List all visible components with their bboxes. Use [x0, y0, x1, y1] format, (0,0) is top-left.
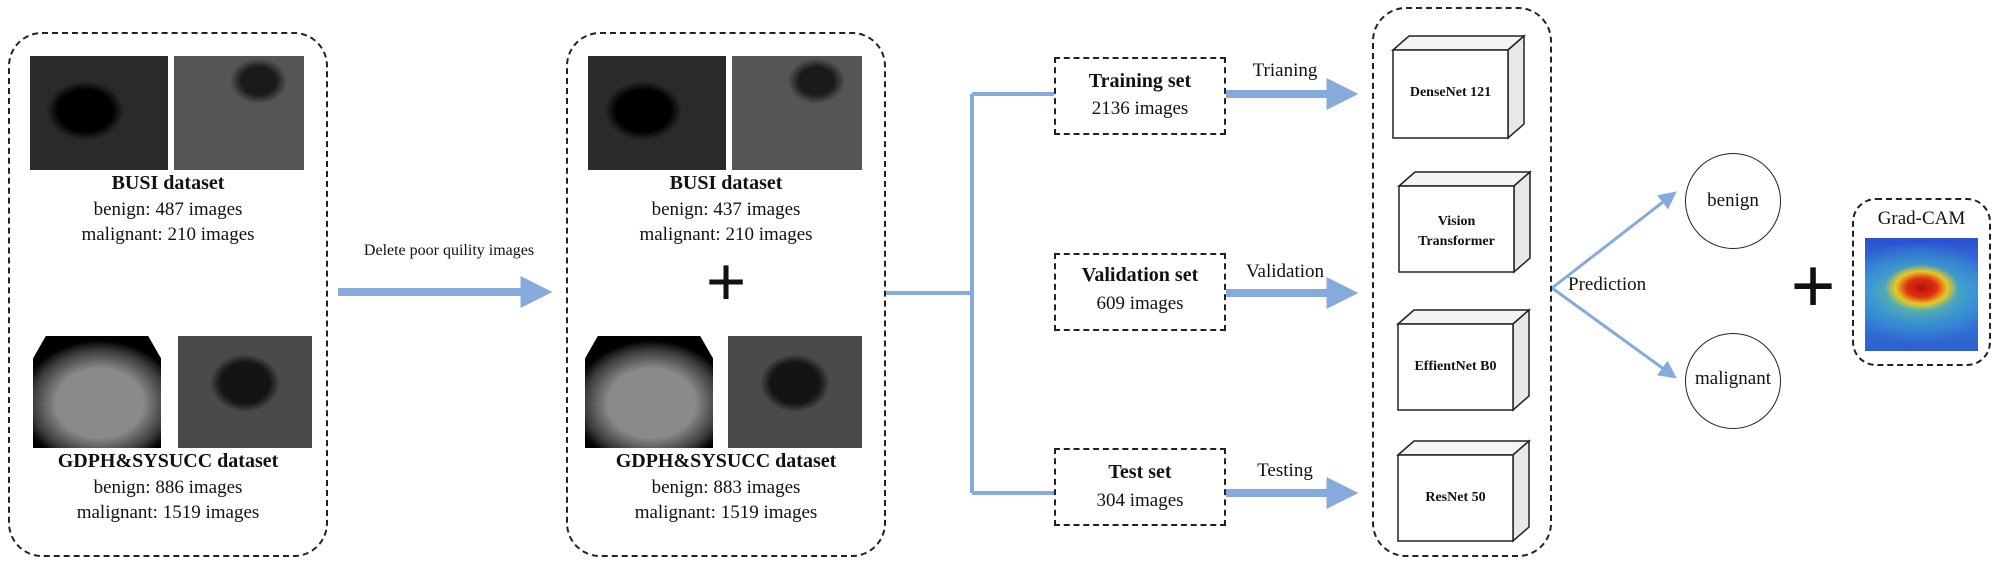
p1-gdph-title: GDPH&SYSUCC dataset: [57, 450, 279, 472]
p2-gdph-malignant: malignant: 1519 images: [634, 502, 818, 523]
training-arrow-label: Trianing: [1252, 60, 1318, 81]
busi-ultrasound-image-2: [174, 56, 304, 170]
p2-busi-title: BUSI dataset: [669, 172, 783, 194]
p2-busi-ultrasound-image-2: [732, 56, 862, 170]
benign-output-label: benign: [1707, 190, 1759, 211]
test-set-title: Test set: [1108, 461, 1172, 483]
model-resnet50: ResNet 50: [1425, 490, 1486, 505]
validation-set-title: Validation set: [1081, 264, 1199, 286]
validation-arrow-label: Validation: [1245, 261, 1325, 282]
gradcam-heatmap: [1865, 238, 1978, 351]
p1-busi-title: BUSI dataset: [111, 172, 225, 194]
malignant-output-label: malignant: [1695, 368, 1771, 389]
p2-plus-sign: +: [705, 242, 747, 322]
delete-poor-quality-label: Delete poor quility images: [363, 242, 535, 259]
arrow-to-benign: [1551, 191, 1677, 290]
prediction-label: Prediction: [1568, 274, 1647, 295]
validation-set-count: 609 images: [1096, 293, 1184, 314]
training-set-box: [1054, 57, 1226, 135]
test-set-count: 304 images: [1096, 490, 1184, 511]
p2-busi-ultrasound-image-1: [588, 56, 726, 170]
model-efficientnet-b0: EffientNet B0: [1414, 359, 1497, 374]
p2-gdph-benign: benign: 883 images: [651, 477, 801, 498]
gdph-ultrasound-image-1: [33, 336, 161, 448]
testing-arrow-label: Testing: [1257, 460, 1313, 481]
arrow-to-malignant: [1551, 286, 1677, 379]
p2-busi-benign: benign: 437 images: [651, 199, 801, 220]
busi-ultrasound-image-1: [30, 56, 168, 170]
cleaned-datasets-panel: [566, 32, 886, 557]
test-set-box: [1054, 448, 1226, 526]
p2-busi-malignant: malignant: 210 images: [639, 224, 813, 245]
training-set-title: Training set: [1088, 70, 1192, 92]
models-panel: [1372, 7, 1552, 557]
gradcam-plus-sign: +: [1790, 243, 1836, 331]
p2-gdph-ultrasound-image-1: [585, 336, 713, 448]
model-vision-transformer: Vision Transformer: [1418, 214, 1495, 249]
p1-gdph-benign: benign: 886 images: [93, 477, 243, 498]
validation-set-box: [1054, 253, 1226, 331]
p1-busi-benign: benign: 487 images: [93, 199, 243, 220]
p1-gdph-malignant: malignant: 1519 images: [76, 502, 260, 523]
p2-gdph-title: GDPH&SYSUCC dataset: [615, 450, 837, 472]
benign-output-circle: [1685, 153, 1781, 249]
p1-busi-malignant: malignant: 210 images: [81, 224, 255, 245]
training-set-count: 2136 images: [1091, 98, 1189, 119]
gdph-ultrasound-image-2: [178, 336, 312, 448]
model-densenet121: DenseNet 121: [1409, 85, 1492, 100]
malignant-output-circle: [1685, 333, 1781, 429]
gradcam-panel: [1852, 198, 1991, 366]
gradcam-title: Grad-CAM: [1877, 208, 1966, 229]
p2-gdph-ultrasound-image-2: [728, 336, 862, 448]
original-datasets-panel: [8, 32, 328, 557]
